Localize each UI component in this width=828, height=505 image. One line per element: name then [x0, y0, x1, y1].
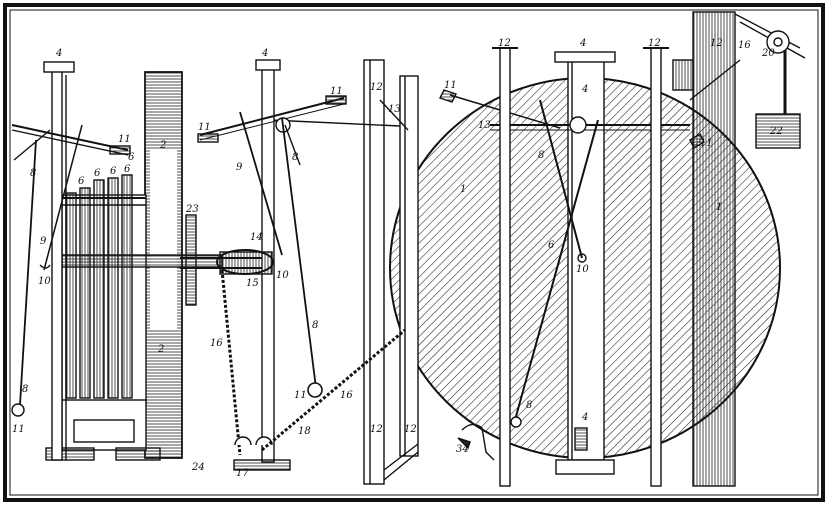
label-rope-9-a: 9: [40, 236, 47, 247]
label-rope-16-c: 16: [738, 40, 751, 51]
label-rope-10-c: 10: [576, 264, 589, 275]
label-pillar-right-top: 4: [579, 38, 586, 49]
left-pillar: [51, 69, 63, 461]
label-pipe-6-c: 6: [110, 166, 117, 177]
label-rope-9-b: 9: [236, 162, 243, 173]
label-pipe-6-a: 6: [78, 176, 85, 187]
label-hammer-11-a: 11: [118, 134, 131, 145]
label-wheel-1-right: 1: [716, 202, 722, 213]
label-pipe-6-e: 6: [128, 152, 135, 163]
label-foot-34: 34: [456, 444, 469, 455]
label-rope-18: 18: [298, 426, 311, 437]
label-rope-8-a: 8: [30, 168, 36, 179]
label-weight-11-mid: 11: [294, 390, 307, 401]
label-post-13: 13: [388, 104, 401, 115]
label-hammer-11-f: 11: [12, 424, 25, 435]
label-pillar-mid-top: 4: [261, 48, 268, 59]
label-rope-8-b: 8: [22, 384, 28, 395]
label-handle-24: 24: [191, 462, 205, 473]
plate-border: [3, 3, 825, 502]
label-hammer-11-b: 11: [198, 122, 211, 133]
post-12-b: [399, 75, 419, 457]
right-tower: [692, 11, 736, 487]
label-post-12-e: 12: [404, 424, 417, 435]
label-roller-15: 15: [246, 278, 259, 289]
label-hammer-11-e: 11: [700, 138, 713, 149]
label-pillar-right-bottom: 4: [581, 412, 588, 423]
label-post-12-c: 12: [370, 82, 383, 93]
label-pipe-6-f: 6: [548, 240, 555, 251]
label-pipe-6-d: 6: [124, 164, 131, 175]
organ-pipes: [65, 174, 133, 399]
label-roller-14: 14: [250, 232, 263, 243]
label-hammer-11-c: 11: [330, 86, 343, 97]
label-post-12-b: 12: [648, 38, 661, 49]
figure-labels: 4 4 4 4 4 2 2 12 12 12 12 12 12 13 13 1 …: [12, 38, 783, 479]
label-wheel-1-left: 1: [460, 184, 466, 195]
label-rope-10-a: 10: [38, 276, 51, 287]
label-gear-23: 23: [185, 204, 199, 215]
weight-22: [755, 113, 801, 149]
label-pipe-6-b: 6: [94, 168, 101, 179]
post-12-left: [499, 47, 511, 487]
label-post-12-f: 12: [710, 38, 723, 49]
label-hammer-11-d: 11: [444, 80, 457, 91]
label-rope-16-a: 16: [210, 338, 223, 349]
label-rope-8-d: 8: [312, 320, 318, 331]
label-weight-22: 22: [769, 126, 783, 137]
label-rope-10-b: 10: [276, 270, 289, 281]
label-rope-8-e: 8: [538, 150, 544, 161]
post-12-a: [363, 59, 385, 485]
label-pulley-20: 20: [761, 48, 775, 59]
label-post-12-d: 12: [370, 424, 383, 435]
plate-inner-border: [9, 9, 819, 496]
label-column-2-top: 2: [159, 140, 166, 151]
label-column-2-bottom: 2: [157, 344, 164, 355]
label-rope-16-b: 16: [340, 390, 353, 401]
label-post-12-a: 12: [498, 38, 511, 49]
pulley-20: [766, 30, 790, 54]
post-12-right: [650, 47, 662, 487]
label-pulley-17: 17: [236, 468, 249, 479]
label-rope-8-f: 8: [526, 400, 532, 411]
label-post-13-b: 13: [478, 120, 491, 131]
label-pillar-left-top: 4: [55, 48, 62, 59]
label-rope-8-c: 8: [292, 152, 298, 163]
label-pillar-right-mid: 4: [581, 84, 588, 95]
